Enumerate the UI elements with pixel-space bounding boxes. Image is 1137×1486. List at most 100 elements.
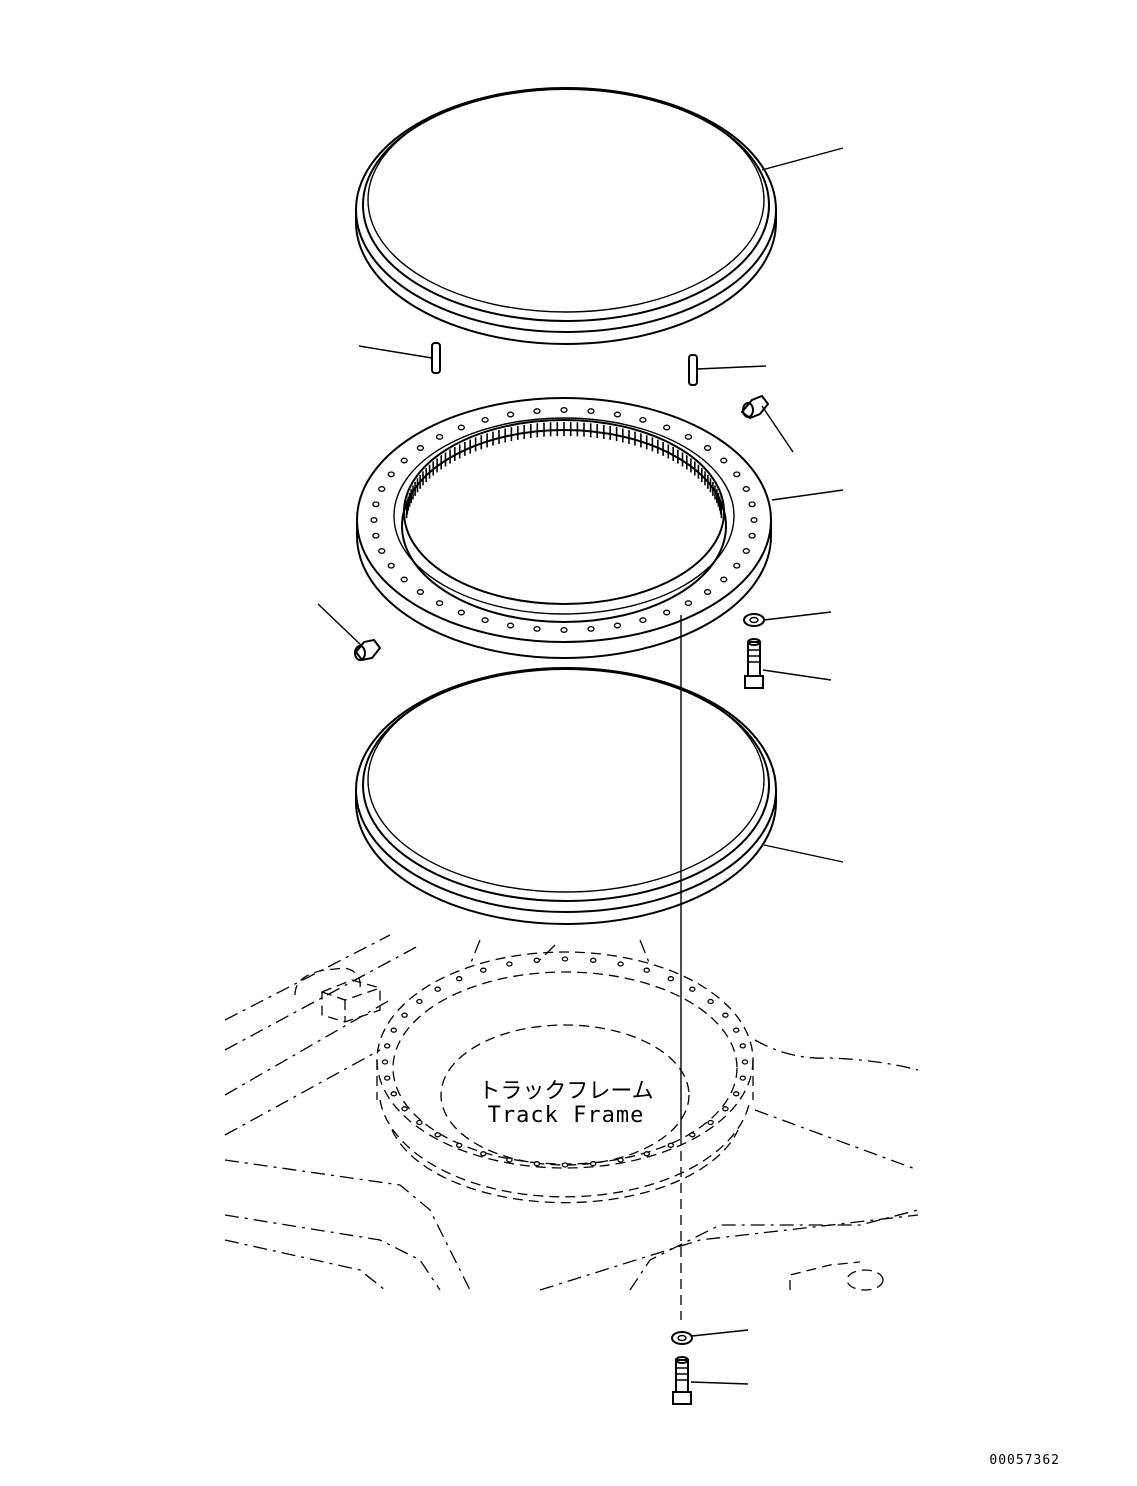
bearing-bolt-hole — [387, 471, 395, 478]
bearing-bolt-hole — [663, 424, 671, 431]
frame-bolt-holes — [381, 956, 749, 1168]
frame-bolt-hole — [455, 1142, 463, 1148]
frame-bolt-hole — [722, 1012, 729, 1018]
lower-seal-ring — [355, 667, 777, 925]
internal-gear-teeth — [405, 422, 723, 519]
frame-bolt-hole — [732, 1091, 740, 1097]
leader-washer-lower — [691, 1329, 749, 1337]
frame-bolt-hole — [416, 1119, 423, 1126]
bearing-bolt-hole — [613, 411, 622, 418]
frame-bolt-hole — [480, 1151, 487, 1157]
bearing-bolt-hole — [684, 600, 693, 607]
bearing-bolt-hole — [378, 548, 386, 554]
bearing-bolt-hole — [372, 532, 380, 539]
frame-bolt-hole — [667, 976, 675, 982]
frame-bolt-hole — [741, 1059, 749, 1065]
frame-bolt-hole — [667, 1142, 675, 1148]
frame-bolt-hole — [689, 986, 696, 992]
bearing-bolt-hole — [416, 445, 425, 451]
bearing-bolt-hole — [587, 408, 595, 415]
leader-washer-upper — [763, 611, 832, 621]
frame-bolt-hole — [589, 957, 597, 963]
frame-bolt-hole — [561, 1162, 569, 1168]
frame-bolt-hole — [506, 1157, 513, 1163]
frame-bolt-hole — [383, 1075, 391, 1081]
washer-lower — [671, 1331, 693, 1345]
bolt-lower — [672, 1356, 692, 1405]
frame-bolt-hole — [739, 1043, 747, 1049]
bearing-bolt-hole — [457, 609, 465, 616]
bearing-bolt-hole — [560, 627, 568, 633]
leader-pin-right — [696, 365, 767, 370]
frame-bolt-hole — [455, 976, 463, 982]
leader-upper-seal — [761, 147, 844, 171]
bearing-bolt-hole — [748, 501, 756, 508]
bearing-bolt-hole — [684, 433, 693, 440]
frame-bolt-hole — [722, 1106, 729, 1112]
frame-bolt-hole — [589, 1161, 597, 1167]
bearing-bolt-hole — [416, 589, 425, 595]
pin-left — [431, 342, 441, 374]
bearing-bolt-holes — [370, 407, 758, 633]
bearing-bolt-hole — [372, 501, 380, 508]
frame-bolt-hole — [381, 1059, 389, 1065]
track-frame-label-en: Track Frame — [488, 1103, 645, 1128]
bearing-bolt-hole — [533, 408, 541, 415]
track-frame-outline — [224, 934, 919, 1291]
drawing-number: 00057362 — [989, 1453, 1060, 1468]
bearing-bolt-hole — [400, 576, 408, 583]
leader-pin-left — [358, 345, 433, 359]
frame-bolt-hole — [643, 1151, 650, 1157]
frame-bolt-hole — [416, 998, 423, 1005]
leader-swing-circle — [771, 489, 844, 501]
bearing-bolt-hole — [720, 576, 728, 583]
frame-bolt-hole — [390, 1027, 398, 1033]
frame-bolt-hole — [533, 957, 541, 963]
leader-bolt-upper — [762, 669, 832, 681]
bearing-bolt-hole — [733, 471, 741, 478]
frame-bolt-hole — [506, 961, 513, 967]
bearing-bolt-hole — [481, 617, 489, 624]
frame-bolt-hole — [707, 998, 714, 1005]
bearing-bolt-hole — [748, 532, 756, 539]
upper-seal-ring — [355, 87, 777, 345]
bearing-bolt-hole — [400, 457, 408, 464]
leader-bolt-lower — [690, 1381, 749, 1385]
bearing-bolt-hole — [750, 517, 758, 523]
leader-grease-left — [317, 603, 363, 647]
bearing-bolt-hole — [370, 517, 378, 523]
frame-bolt-hole — [533, 1161, 541, 1167]
washer-upper — [743, 613, 765, 627]
bearing-bolt-hole — [378, 486, 386, 492]
bearing-bolt-hole — [387, 562, 395, 569]
bearing-bolt-hole — [703, 589, 712, 595]
bearing-bolt-hole — [613, 622, 622, 629]
track-frame-label-jp: トラックフレーム — [478, 1079, 653, 1104]
leader-lower-seal — [763, 844, 844, 863]
frame-bolt-hole — [434, 986, 441, 992]
grease-fitting-right — [740, 394, 770, 420]
bearing-bolt-hole — [506, 411, 515, 418]
bearing-bolt-hole — [733, 562, 741, 569]
bearing-bolt-hole — [639, 617, 647, 624]
frame-bolt-hole — [401, 1106, 408, 1112]
bearing-bolt-hole — [720, 457, 728, 464]
frame-bolt-hole — [383, 1043, 391, 1049]
frame-bolt-hole — [434, 1132, 441, 1138]
frame-bolt-hole — [707, 1119, 714, 1126]
bearing-bolt-hole — [639, 416, 647, 423]
bearing-bolt-hole — [587, 625, 595, 632]
bearing-bolt-hole — [435, 433, 444, 440]
frame-bolt-hole — [689, 1132, 696, 1138]
frame-bolt-hole — [643, 967, 650, 973]
bearing-bolt-hole — [742, 548, 750, 554]
frame-bolt-hole — [732, 1027, 740, 1033]
bearing-bolt-hole — [663, 609, 671, 616]
frame-bolt-hole — [739, 1075, 747, 1081]
bearing-bolt-hole — [506, 622, 515, 629]
frame-bolt-hole — [617, 1157, 624, 1163]
bearing-bolt-hole — [435, 600, 444, 607]
frame-bolt-hole — [401, 1012, 408, 1018]
